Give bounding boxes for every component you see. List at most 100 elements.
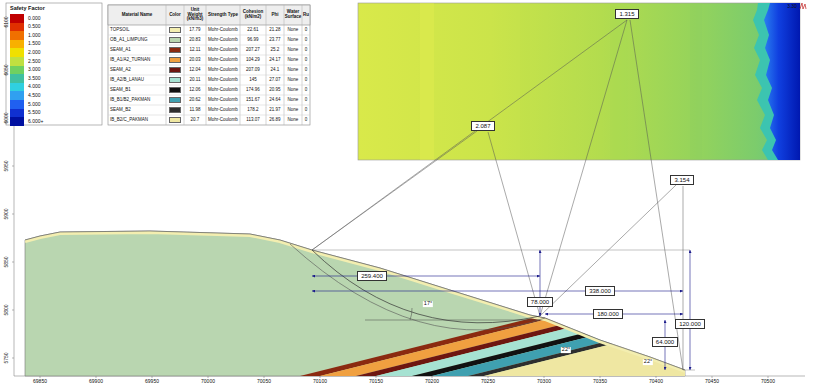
drawing-part — [312, 131, 477, 250]
table-cell: 207.27 — [240, 45, 266, 55]
scale-value: 4.500 — [28, 91, 41, 100]
table-cell: 24.64 — [266, 95, 284, 105]
axis-tick-label: 70100 — [313, 379, 327, 384]
material-name: SEAM_A2 — [110, 65, 131, 75]
dimension-box: 120.000 — [675, 319, 705, 330]
legend-swatch — [169, 27, 181, 33]
table-rule — [108, 105, 310, 106]
table-cell: 12.11 — [184, 45, 206, 55]
leader-lines — [312, 20, 683, 370]
drawing-part — [312, 291, 683, 292]
table-header: Cohesion (kN/m2) — [240, 5, 266, 25]
table-rule — [108, 65, 310, 66]
legend-swatch — [10, 23, 24, 32]
material-name: OB_A1_LIMPUNG — [110, 35, 148, 45]
table-cell: 20.83 — [184, 35, 206, 45]
scale-title: Safety Factor — [9, 4, 99, 13]
drawing-part — [410, 308, 412, 320]
axis-tick-label: 6100 — [4, 16, 9, 27]
table-header: Water Surface — [284, 5, 302, 25]
strata-bands — [300, 276, 700, 387]
table-header: Material Name — [108, 5, 166, 25]
table-cell: None — [284, 55, 302, 65]
axes — [14, 3, 805, 376]
dimension-value: 120.000 — [679, 321, 701, 328]
table-cell: 0 — [302, 55, 310, 65]
table-header: Unit Weight (kN/m3) — [184, 5, 206, 25]
table-cell: 20.95 — [266, 85, 284, 95]
dimension-value: 64.000 — [656, 339, 674, 346]
axis-tick — [12, 358, 14, 359]
scale-frame — [6, 3, 102, 125]
legend-swatch — [169, 87, 181, 93]
table-rule — [108, 35, 310, 36]
drawing-part — [683, 186, 684, 370]
dimension-box: 78.000 — [527, 297, 553, 308]
axis-tick-label: 5800 — [4, 304, 9, 315]
legend-swatch — [169, 97, 181, 103]
material-name: SEAM_B1 — [110, 85, 131, 95]
table-cell: None — [284, 105, 302, 115]
table-cell: None — [284, 75, 302, 85]
table-cell: 20.62 — [184, 95, 206, 105]
table-cell: Mohr-Coulomb — [206, 25, 240, 35]
table-cell: 0 — [302, 115, 310, 125]
axis-tick-label: 69850 — [33, 379, 47, 384]
table-cell: 151.67 — [240, 95, 266, 105]
safety-factor-box: 1.315 — [615, 9, 638, 20]
legend-swatch — [10, 83, 24, 92]
scale-value: 1.500 — [28, 40, 41, 49]
legend-swatch — [169, 107, 181, 113]
table-cell: Mohr-Coulomb — [206, 35, 240, 45]
grid-cyan-zone — [753, 3, 800, 160]
table-cell: Mohr-Coulomb — [206, 55, 240, 65]
legend-swatch — [10, 57, 24, 66]
table-cell: None — [284, 25, 302, 35]
safety-factor-value: 2.087 — [475, 123, 490, 130]
table-cell: Mohr-Coulomb — [206, 85, 240, 95]
table-rule — [108, 95, 310, 96]
material-name: IB_A1/A2_TURNAN — [110, 55, 150, 65]
table-cell: None — [284, 85, 302, 95]
table-cell: Mohr-Coulomb — [206, 45, 240, 55]
table-cell: 207.09 — [240, 65, 266, 75]
slip-surface — [312, 250, 540, 323]
axis-tick-label: 69900 — [89, 379, 103, 384]
axis-tick — [712, 376, 713, 378]
scale-value: 1.000 — [28, 31, 41, 40]
dimension-box: 338.000 — [585, 286, 615, 297]
table-header: Strength Type — [206, 5, 240, 25]
safety-factor-grid — [358, 3, 800, 160]
legend-swatch — [10, 117, 24, 126]
legend-swatch — [169, 37, 181, 43]
axis-tick-label: 6000 — [4, 112, 9, 123]
axis-line — [14, 3, 805, 376]
legend-swatch — [10, 31, 24, 40]
table-cell: 21.97 — [266, 105, 284, 115]
scale-value: 5.500 — [28, 109, 41, 118]
table-cell: 21.28 — [266, 25, 284, 35]
table-cell: 11.98 — [184, 105, 206, 115]
table-cell: 0 — [302, 35, 310, 45]
dimension-box: 180.000 — [593, 309, 623, 320]
table-rule — [108, 85, 310, 86]
table-cell: 20.7 — [184, 115, 206, 125]
drawing-part — [312, 20, 627, 250]
axis-tick-label: 70350 — [593, 379, 607, 384]
material-name: SEAM_A1 — [110, 45, 131, 55]
axis-tick-label: 70450 — [705, 379, 719, 384]
drawing-part — [520, 3, 530, 160]
table-cell: None — [284, 45, 302, 55]
scale-value: 2.000 — [28, 48, 41, 57]
scale-value: 5.000 — [28, 100, 41, 109]
axis-tick-label: 70050 — [257, 379, 271, 384]
legend-swatch — [169, 77, 181, 83]
legend-swatch — [169, 57, 181, 63]
dimension-box: 259.400 — [357, 271, 387, 282]
table-header: Phi — [266, 5, 284, 25]
table-header: Ru — [302, 5, 310, 25]
scale-value: 4.000 — [28, 83, 41, 92]
table-cell: Mohr-Coulomb — [206, 65, 240, 75]
table-cell: 27.07 — [266, 75, 284, 85]
angle-label: 22° — [643, 359, 653, 365]
